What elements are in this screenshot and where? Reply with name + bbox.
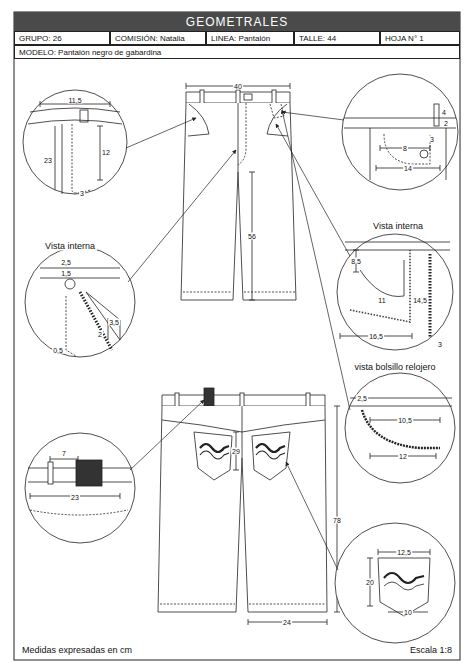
dimension-label: 14,5 bbox=[412, 297, 428, 304]
dimension-label: 11 bbox=[377, 297, 386, 304]
header-cell: GRUPO: 26 bbox=[14, 31, 110, 45]
sheet-note: Escala 1:8 bbox=[410, 646, 452, 655]
dimension-label: 0,5 bbox=[52, 347, 64, 354]
header-cell: COMISIÓN: Natalia bbox=[110, 31, 206, 45]
header-text: HOJA N° 1 bbox=[385, 34, 424, 43]
dimension-label: 2 bbox=[97, 331, 103, 338]
back-pants bbox=[158, 388, 340, 625]
dimension-label: 2 bbox=[443, 120, 449, 127]
dimension-label: 23 bbox=[43, 157, 53, 164]
dimension-label: 12 bbox=[398, 453, 408, 460]
header-cell: TALLE: 44 bbox=[294, 31, 380, 45]
header-text: MODELO: Pantalón negro de gabardina bbox=[19, 48, 161, 57]
dimension-label: 1,5 bbox=[60, 270, 72, 277]
sheet-title: GEOMETRALES bbox=[186, 15, 288, 29]
dimension-label: 14 bbox=[403, 165, 413, 172]
header-text: COMISIÓN: Natalia bbox=[115, 34, 185, 43]
dimension-label: 12 bbox=[101, 149, 111, 156]
sheet-note: Medidas expresadas en cm bbox=[22, 646, 132, 655]
view-label: Vista interna bbox=[43, 242, 97, 251]
view-label: vista bolsillo relojero bbox=[352, 363, 437, 372]
dimension-label: 16,5 bbox=[368, 333, 384, 340]
dimension-label: 11,5 bbox=[67, 97, 82, 104]
dimension-label: 3 bbox=[437, 341, 443, 348]
dimension-label: 24 bbox=[282, 619, 292, 626]
dimension-label: 2,5 bbox=[60, 259, 72, 266]
dimension-label: 8,5 bbox=[350, 258, 362, 265]
dimension-label: 7 bbox=[61, 450, 67, 457]
dimension-label: 23 bbox=[70, 494, 80, 501]
dimension-label: 3 bbox=[79, 190, 85, 197]
header-cell: LINEA: Pantalón bbox=[206, 31, 294, 45]
header-text: GRUPO: 26 bbox=[19, 34, 62, 43]
dimension-label: 3,5 bbox=[108, 319, 120, 326]
view-label: Vista interna bbox=[371, 222, 425, 231]
header-text: TALLE: 44 bbox=[299, 34, 336, 43]
dimension-label: 3 bbox=[429, 136, 435, 143]
header-cell: MODELO: Pantalón negro de gabardina bbox=[14, 45, 460, 59]
dimension-label: 4 bbox=[441, 109, 447, 116]
header-text: LINEA: Pantalón bbox=[211, 34, 270, 43]
front-pants bbox=[181, 83, 296, 300]
leader-lines bbox=[126, 110, 350, 570]
header-cell: HOJA N° 1 bbox=[380, 31, 460, 45]
title-band: GEOMETRALES bbox=[14, 12, 460, 31]
dimension-label: 56 bbox=[247, 233, 257, 240]
dimension-label: 10,5 bbox=[397, 417, 413, 424]
dimension-label: 2,5 bbox=[356, 395, 368, 402]
detail-circles bbox=[23, 74, 458, 643]
dimension-label: 12,5 bbox=[396, 549, 412, 556]
dimension-label: 40 bbox=[233, 83, 243, 90]
dimension-label: 10 bbox=[403, 609, 413, 616]
dimension-label: 20 bbox=[365, 579, 375, 586]
dimension-label: 29 bbox=[231, 448, 241, 455]
dimension-label: 78 bbox=[332, 517, 342, 524]
dimension-label: 8 bbox=[402, 145, 408, 152]
